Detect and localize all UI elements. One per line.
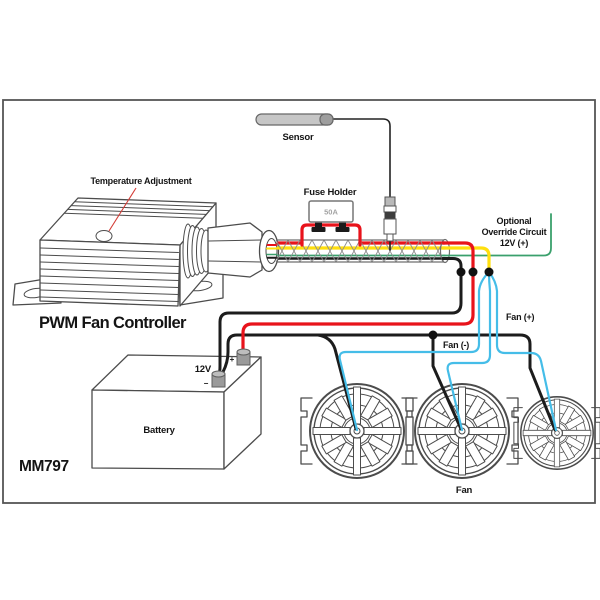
fan-positive-label: Fan (+) — [506, 312, 535, 322]
fan-negative-junction-dot — [428, 330, 438, 340]
sensor-plug-tip — [386, 233, 394, 242]
fan-negative-bus-wire — [221, 333, 557, 432]
temperature-adjustment-label: Temperature Adjustment — [90, 176, 191, 186]
fan-negative-label: Fan (-) — [443, 340, 469, 350]
fuse-body — [308, 200, 354, 223]
controller-ground-wire — [217, 257, 463, 376]
fuse-terminal-left — [311, 220, 326, 232]
fuse-loop-wire — [300, 223, 362, 247]
override-label-line2: Override Circuit — [482, 227, 547, 237]
battery-positive-wire — [241, 241, 475, 356]
gland-end-cap — [258, 229, 280, 273]
sensor-label: Sensor — [282, 132, 314, 143]
gland-hex-nut — [207, 222, 263, 278]
battery-positive-terminal — [236, 348, 251, 366]
battery-minus-sign: − — [204, 379, 209, 388]
fan2-negative-wire — [431, 333, 463, 431]
fan3-positive-wire — [487, 270, 558, 432]
battery-negative-terminal — [211, 370, 226, 388]
gland-wire-opening — [265, 238, 278, 264]
controller-front-fins — [40, 247, 179, 302]
controller-label: PWM Fan Controller — [39, 314, 187, 332]
override-label-line3: 12V (+) — [500, 238, 529, 248]
sensor-plug-band — [383, 205, 397, 213]
battery — [91, 354, 262, 470]
battery-label: Battery — [143, 425, 175, 436]
sensor-plug-dark-band — [384, 211, 396, 220]
sensor-probe-sleeve — [319, 113, 334, 126]
fuse-terminal-right — [335, 220, 350, 232]
adjustment-leader-line — [108, 187, 137, 232]
fuse-rating-label: 50A — [324, 208, 338, 217]
fan2-positive-wire — [446, 270, 492, 432]
model-number-label: MM797 — [19, 458, 69, 475]
gland-hex-facets — [208, 239, 263, 263]
fan1-negative-wire — [316, 333, 358, 431]
sensor-plug-top — [384, 196, 396, 207]
wiring — [217, 213, 558, 432]
fan-label: Fan — [456, 485, 473, 496]
sensor-wire — [332, 118, 391, 251]
controller-top-fins — [63, 201, 214, 219]
braid-end-cap — [439, 238, 451, 264]
pwm-fan-controller — [12, 197, 280, 307]
override-label-line1: Optional — [497, 216, 532, 226]
fuse-holder-label: Fuse Holder — [304, 187, 357, 198]
sensor-plug-body — [383, 218, 397, 235]
override-circuit-wire — [442, 213, 552, 257]
wire-harness — [275, 238, 451, 264]
braid-hatch-back — [275, 239, 445, 263]
fan-output-junction-dot — [484, 267, 494, 277]
battery-side-face — [223, 356, 262, 470]
labels: Temperature Adjustment PWM Fan Controlle… — [19, 132, 547, 496]
temperature-sensor — [255, 113, 397, 251]
battery-plus-sign: + — [230, 355, 235, 364]
positive-junction-dot — [468, 267, 478, 277]
battery-voltage-label: 12V — [195, 364, 212, 375]
fuse-holder: 50A — [300, 200, 362, 247]
battery-terminals — [211, 348, 251, 388]
ground-junction-dot — [456, 267, 466, 277]
temperature-adjustment-pot — [95, 230, 113, 242]
fan1-positive-wire — [338, 270, 491, 432]
fan-output-wire — [441, 246, 491, 274]
